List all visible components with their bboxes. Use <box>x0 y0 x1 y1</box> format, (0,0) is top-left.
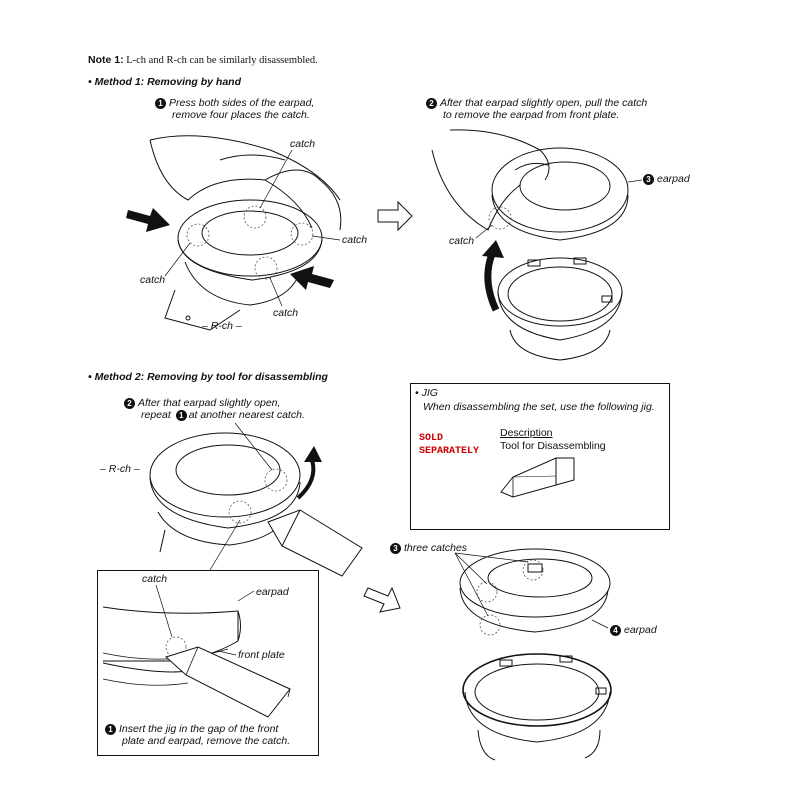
inset-label-front-plate: front plate <box>238 649 285 661</box>
inset-label-catch: catch <box>142 573 168 585</box>
figure-method2-tool <box>149 422 363 577</box>
jig-line: When disassembling the set, use the foll… <box>423 401 655 413</box>
method2-title: • Method 2: Removing by tool for disasse… <box>88 371 328 383</box>
step-number-badge: 3 <box>643 173 654 185</box>
label-catch-top: catch <box>290 138 316 150</box>
push-arrow-left <box>126 208 170 232</box>
note-text: L-ch and R-ch can be similarly disassemb… <box>126 55 318 66</box>
rotate-arrow <box>296 459 316 500</box>
separately-label: SEPARATELY <box>419 446 480 457</box>
step-number-badge: 3 <box>390 542 401 554</box>
push-arrow-right <box>290 266 334 290</box>
step-number-badge: 1 <box>175 409 187 421</box>
step-number-badge: 1 <box>155 97 166 109</box>
note-label: Note 1: <box>88 54 124 66</box>
note-line: Note 1: L-ch and R-ch can be similarly d… <box>88 54 318 67</box>
description-value: Tool for Disassembling <box>500 440 606 452</box>
sold-label: SOLD <box>419 433 444 444</box>
label-catch-left: catch <box>140 274 166 286</box>
step-number-badge: 2 <box>124 397 135 409</box>
label-catch-fig2: catch <box>449 235 475 247</box>
jig-tool-drawing <box>500 457 575 498</box>
label-rch-2: – R-ch – <box>100 463 140 475</box>
jig-box: • JIG When disassembling the set, use th… <box>410 383 670 530</box>
figure-method2-result <box>454 548 612 761</box>
step-number-badge: 1 <box>105 723 116 735</box>
next-arrow-1 <box>377 200 413 232</box>
label-rch-1: – R-ch – <box>202 320 242 332</box>
inset-label-earpad: earpad <box>256 586 289 598</box>
method1-step2-line2: to remove the earpad from front plate. <box>443 109 620 121</box>
description-header: Description <box>500 427 553 439</box>
step-number-badge: 2 <box>426 97 437 109</box>
method1-step2-line1: After that earpad slightly open, pull th… <box>440 97 648 109</box>
step-number-badge: 4 <box>610 624 621 636</box>
next-arrow-2 <box>363 586 401 613</box>
label-catch-bottom: catch <box>273 307 299 319</box>
method1-step1-line2: remove four places the catch. <box>172 109 310 121</box>
method1-title: • Method 1: Removing by hand <box>88 76 242 88</box>
figure-method1-hand <box>149 135 342 331</box>
lift-arrow <box>484 252 500 312</box>
inset-drawing <box>102 584 291 718</box>
jig-header: • JIG <box>415 387 438 399</box>
label-catch-right: catch <box>342 234 368 246</box>
method1-step1-line1: Press both sides of the earpad, <box>169 97 315 109</box>
